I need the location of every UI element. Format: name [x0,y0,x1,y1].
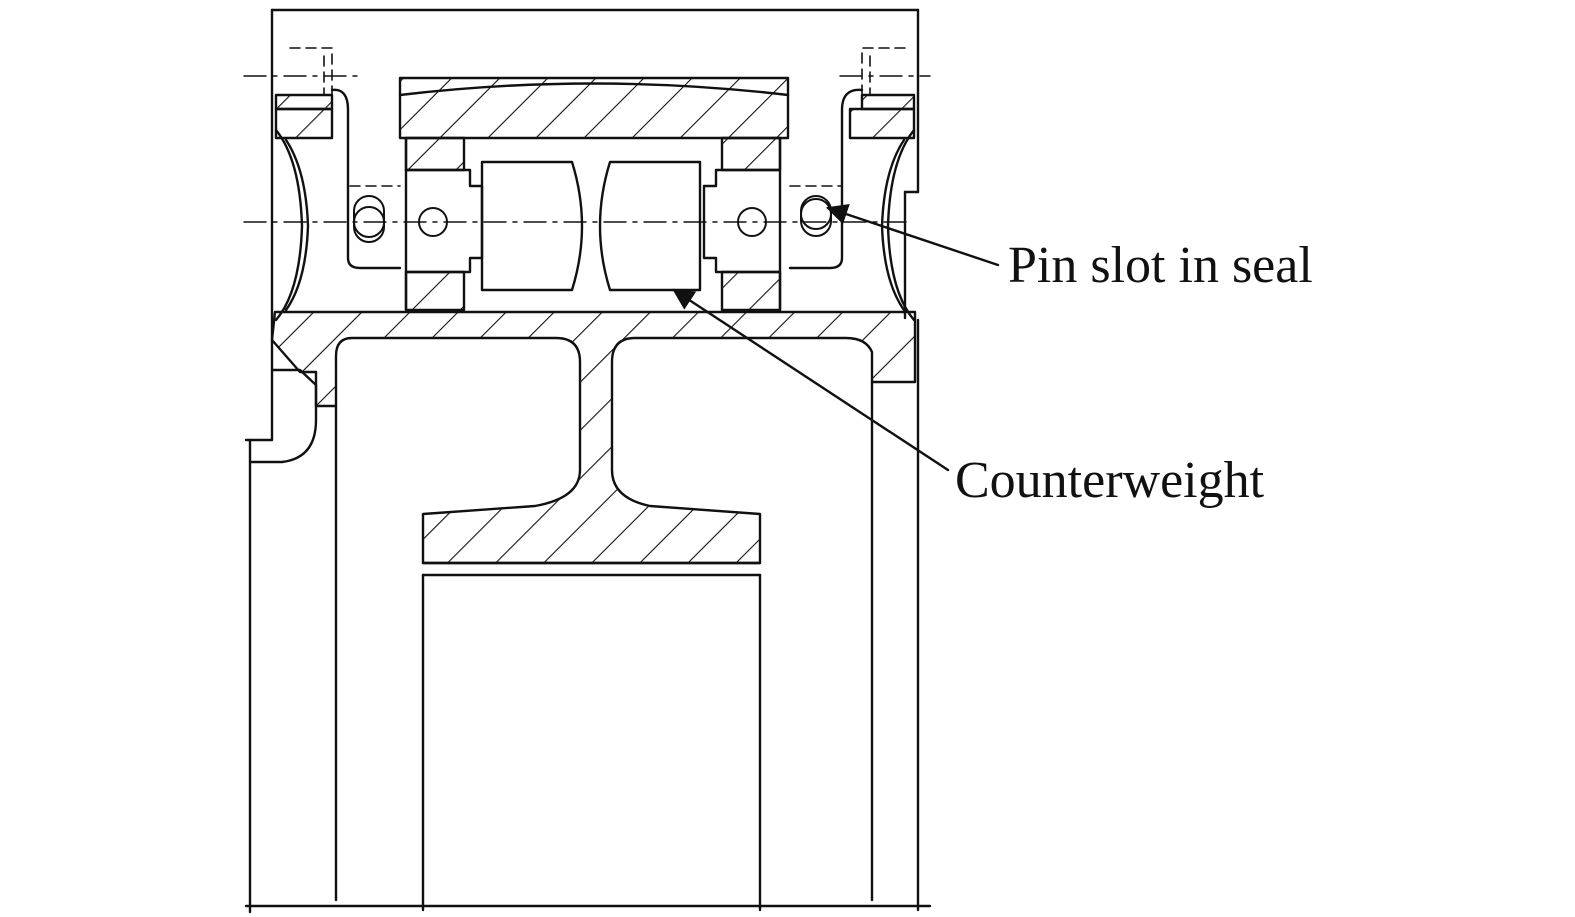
leader-pin-slot [825,203,1000,267]
shaft-section [270,310,917,565]
hidden-lines [289,47,906,187]
shaft-bore [421,561,762,912]
seal-left [274,88,402,322]
counterweights [480,160,702,292]
pin-slot-label: Pin slot in seal [1008,237,1313,294]
leader-counterweight [672,288,950,472]
outer-housing [244,8,932,914]
pins [353,195,832,243]
housing-inner [248,368,874,902]
rotor-cage [398,76,790,312]
seal-right [788,88,916,322]
counterweight-label: Counterweight [955,452,1265,509]
